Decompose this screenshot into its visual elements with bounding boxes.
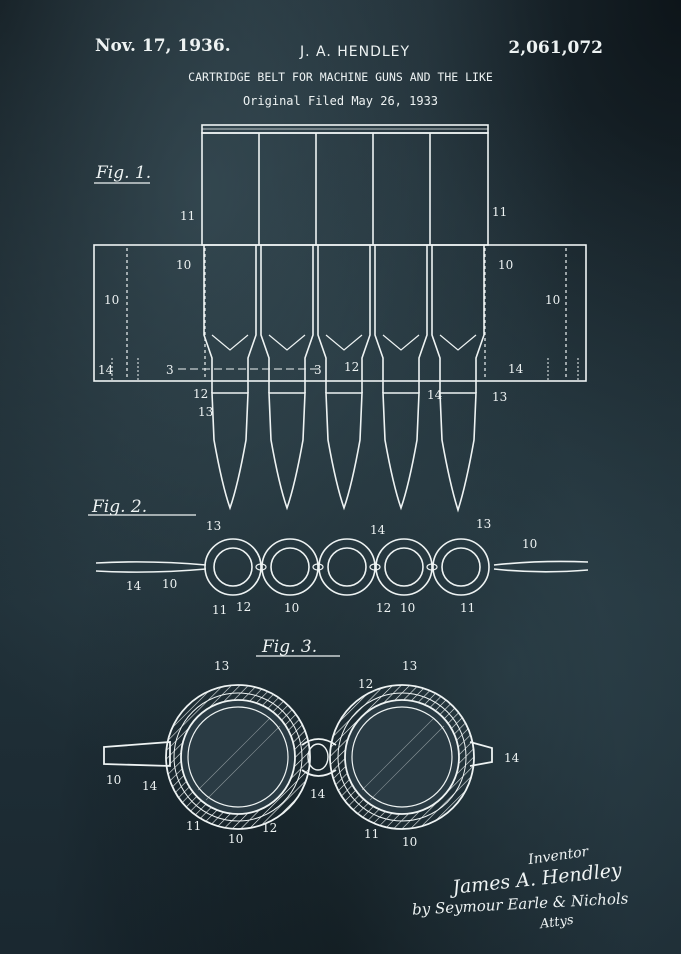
svg-text:3: 3 — [314, 363, 322, 377]
svg-text:13: 13 — [402, 659, 417, 673]
figure-3-drawing: Fig. 3. — [103, 637, 520, 849]
svg-text:11: 11 — [212, 603, 227, 617]
svg-text:12: 12 — [358, 677, 373, 691]
svg-text:10: 10 — [545, 293, 560, 307]
svg-text:11: 11 — [186, 819, 201, 833]
patent-title: CARTRIDGE BELT FOR MACHINE GUNS AND THE … — [188, 70, 493, 84]
svg-text:12: 12 — [193, 387, 208, 401]
svg-text:11: 11 — [180, 209, 195, 223]
svg-text:10: 10 — [104, 293, 119, 307]
svg-text:11: 11 — [492, 205, 507, 219]
svg-text:10: 10 — [162, 577, 177, 591]
svg-text:10: 10 — [400, 601, 415, 615]
fig3-label: Fig. 3. — [261, 637, 317, 657]
inventor-name: J. A. HENDLEY — [300, 44, 411, 60]
fig1-label: Fig. 1. — [95, 163, 151, 183]
svg-text:12: 12 — [344, 360, 359, 374]
svg-text:13: 13 — [476, 517, 491, 531]
patent-number: 2,061,072 — [508, 38, 603, 58]
svg-text:14: 14 — [504, 751, 520, 765]
svg-text:14: 14 — [310, 787, 326, 801]
svg-text:3: 3 — [166, 363, 174, 377]
svg-text:10: 10 — [402, 835, 417, 849]
svg-text:14: 14 — [142, 779, 158, 793]
fig2-label: Fig. 2. — [91, 497, 147, 517]
svg-text:11: 11 — [364, 827, 379, 841]
svg-text:10: 10 — [522, 537, 537, 551]
svg-text:12: 12 — [236, 600, 251, 614]
svg-text:14: 14 — [370, 523, 386, 537]
svg-text:14: 14 — [126, 579, 142, 593]
svg-text:14: 14 — [427, 388, 443, 402]
filed-date: Original Filed May 26, 1933 — [242, 94, 439, 108]
svg-text:13: 13 — [492, 390, 507, 404]
svg-text:11: 11 — [460, 601, 475, 615]
svg-text:10: 10 — [106, 773, 121, 787]
svg-text:13: 13 — [214, 659, 229, 673]
svg-text:10: 10 — [176, 258, 191, 272]
svg-text:12: 12 — [376, 601, 391, 615]
svg-text:10: 10 — [228, 832, 243, 846]
svg-text:12: 12 — [262, 821, 277, 835]
svg-text:10: 10 — [284, 601, 299, 615]
figure-1-drawing: Fig. 1. — [93, 124, 587, 513]
svg-text:14: 14 — [98, 363, 114, 377]
svg-text:14: 14 — [508, 362, 524, 376]
svg-text:13: 13 — [198, 405, 213, 419]
svg-text:10: 10 — [498, 258, 513, 272]
svg-text:13: 13 — [206, 519, 221, 533]
patent-date: Nov. 17, 1936. — [95, 36, 231, 56]
figure-2-drawing: Fig. 2. — [88, 497, 589, 617]
